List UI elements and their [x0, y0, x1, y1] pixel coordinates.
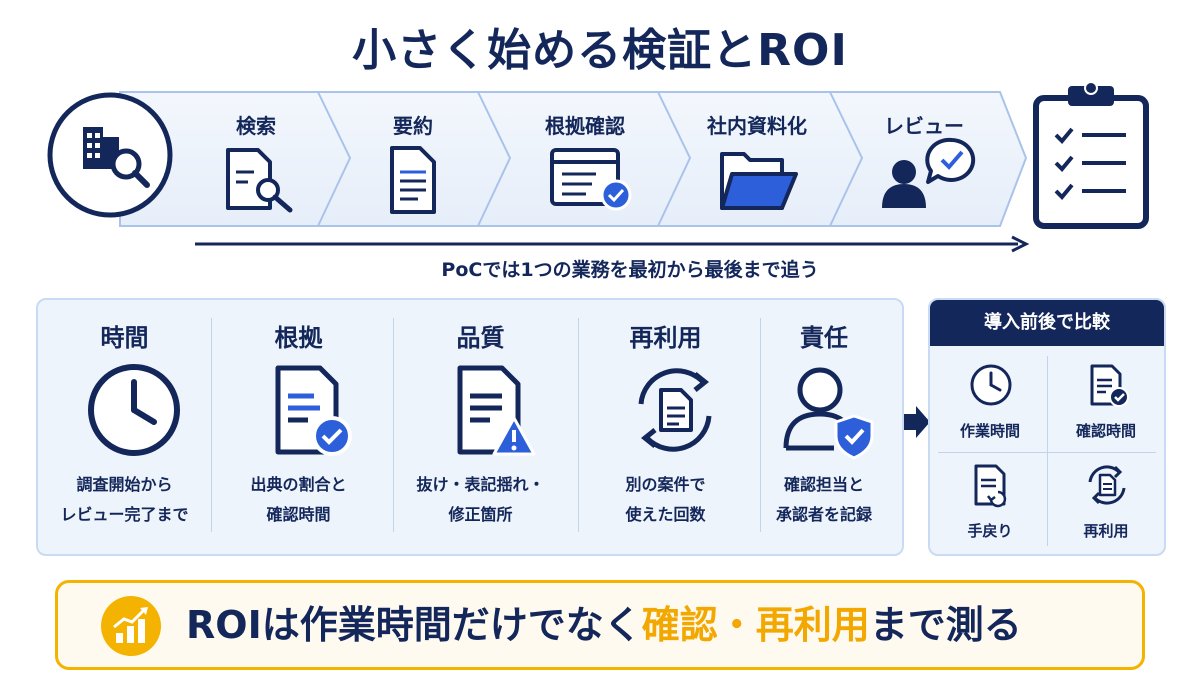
divider: [760, 318, 761, 532]
metric-title: 根拠: [274, 324, 323, 352]
metric-desc-line: 別の案件で: [625, 475, 706, 494]
clock-icon: [88, 364, 180, 456]
folder-icon: [720, 152, 798, 210]
roi-text-part: ROIは作業時間だけでなく: [186, 603, 642, 647]
flow-step-label-search: 検索: [236, 114, 276, 138]
growth-chart-icon: [101, 596, 161, 656]
roi-text-part: まで測る: [869, 603, 1022, 647]
compare-item-work-time: 作業時間: [932, 356, 1048, 456]
document-check-icon: [1090, 364, 1129, 407]
metric-desc-line: レビュー完了まで: [60, 505, 189, 524]
flow-step-label-review: レビュー: [884, 114, 964, 138]
user-chat-check-icon: [882, 137, 976, 208]
metric-responsibility: 責任 確認担当と 承認者を記録: [744, 300, 904, 554]
metrics-panel: 時間 調査開始から レビュー完了まで 根拠 出典の割合と 確認時間 品質: [36, 298, 904, 556]
metric-desc-line: 調査開始から: [76, 475, 173, 494]
flow-separator: [657, 91, 692, 227]
metric-desc-line: 使えた回数: [625, 505, 706, 524]
metric-time: 時間 調査開始から レビュー完了まで: [38, 300, 211, 554]
flow-step-label-summary: 要約: [393, 114, 433, 138]
user-shield-icon: [783, 367, 874, 460]
compare-item-check-time: 確認時間: [1048, 356, 1164, 456]
metric-desc-line: 承認者を記録: [775, 505, 872, 524]
compare-label: 確認時間: [1075, 422, 1136, 440]
divider: [211, 318, 212, 532]
document-icon: [390, 146, 436, 214]
document-check-icon: [275, 365, 352, 456]
building-search-icon: [47, 92, 173, 218]
flow-separator: [829, 91, 864, 227]
timeline-arrow: [195, 235, 1030, 253]
browser-check-icon: [550, 148, 632, 211]
page-title: 小さく始める検証とROI: [352, 25, 848, 76]
divider: [393, 318, 394, 532]
metric-description: 調査開始から レビュー完了まで: [38, 470, 211, 530]
metric-description: 抜け・表記揺れ・ 修正箇所: [394, 470, 567, 530]
compare-label: 作業時間: [959, 422, 1020, 440]
divider: [1047, 356, 1048, 546]
compare-label: 手戻り: [967, 522, 1013, 540]
divider: [938, 452, 1156, 453]
document-warning-icon: [457, 365, 536, 456]
metric-description: 出典の割合と 確認時間: [212, 470, 385, 530]
metric-desc-line: 修正箇所: [448, 505, 513, 524]
metric-quality: 品質 抜け・表記揺れ・ 修正箇所: [394, 300, 567, 554]
metric-description: 確認担当と 承認者を記録: [744, 470, 904, 530]
flow-separator: [317, 91, 352, 227]
clipboard-checklist-icon: [1033, 81, 1149, 229]
flow-caption: PoCでは1つの業務を最初から最後まで追う: [441, 259, 819, 281]
metric-reuse: 再利用 別の案件で 使えた回数: [579, 300, 752, 554]
flow-step-label-evidence: 根拠確認: [545, 114, 625, 138]
document-cycle-icon: [1088, 465, 1126, 505]
document-return-icon: [974, 464, 1007, 508]
process-flow: [47, 81, 1149, 253]
roi-callout: ROIは作業時間だけでなく確認・再利用まで測る: [55, 580, 1145, 670]
metric-title: 再利用: [629, 324, 702, 352]
metric-evidence: 根拠 出典の割合と 確認時間: [212, 300, 385, 554]
metric-desc-line: 確認担当と: [783, 475, 864, 494]
arrow-right-icon: [904, 406, 930, 438]
flow-separator: [477, 91, 512, 227]
flow-step-label-document: 社内資料化: [707, 114, 807, 138]
roi-highlight: 確認・再利用: [641, 603, 870, 647]
divider: [578, 318, 579, 532]
metric-desc-line: 抜け・表記揺れ・: [416, 475, 545, 494]
metric-desc-line: 確認時間: [266, 505, 331, 524]
metric-title: 時間: [100, 324, 149, 352]
roi-statement: ROIは作業時間だけでなく確認・再利用まで測る: [186, 583, 1136, 667]
metric-description: 別の案件で 使えた回数: [579, 470, 752, 530]
document-cycle-icon: [638, 368, 712, 452]
metric-title: 責任: [800, 324, 848, 352]
compare-header: 導入前後で比較: [930, 300, 1164, 346]
compare-label: 再利用: [1083, 522, 1129, 540]
compare-item-rework: 手戻り: [932, 456, 1048, 554]
metric-title: 品質: [456, 324, 505, 352]
document-search-icon: [226, 148, 293, 213]
compare-item-reuse: 再利用: [1048, 456, 1164, 554]
metric-desc-line: 出典の割合と: [250, 475, 347, 494]
compare-panel: 導入前後で比較 作業時間 確認時間 手戻り: [928, 298, 1166, 556]
clock-icon: [970, 364, 1012, 406]
